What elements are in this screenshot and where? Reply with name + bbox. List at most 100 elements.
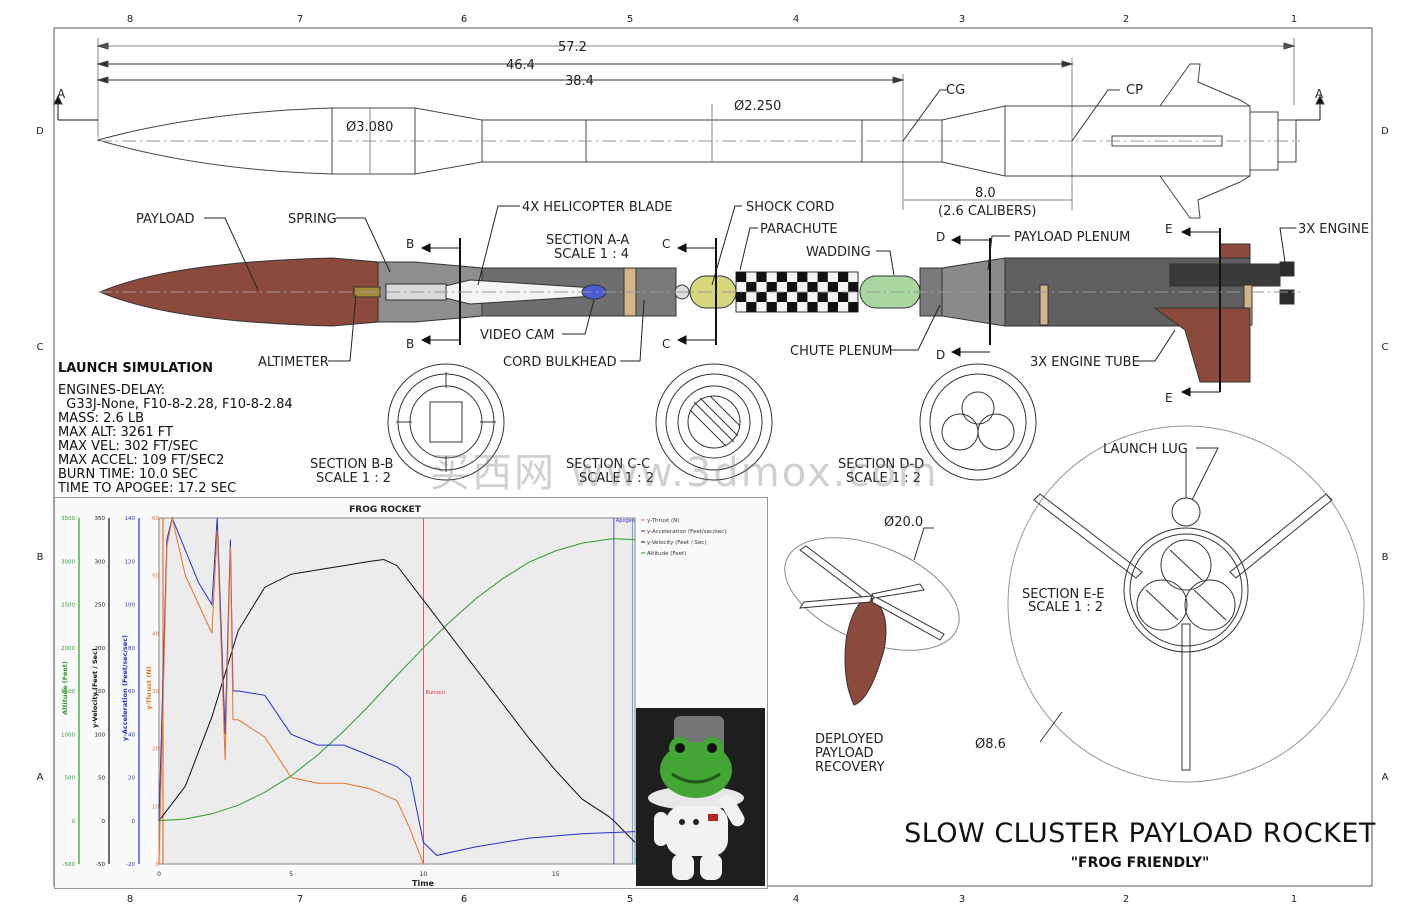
chart-y-tick: 3500: [61, 516, 75, 522]
chart-y-tick: 20: [128, 776, 135, 782]
parachute-check: [766, 302, 777, 312]
dim-nose-dia: Ø3.080: [346, 120, 393, 135]
chart-y-tick: 100: [95, 732, 106, 738]
chart-y-tick: 300: [95, 559, 106, 565]
parachute-check: [766, 282, 777, 292]
cp-label: CP: [1126, 83, 1143, 98]
chart-y-tick: 250: [95, 603, 106, 609]
chart-x-tick: 0: [157, 871, 161, 878]
zone-col-label: 8: [127, 894, 133, 905]
chart-y-tick: 3000: [61, 559, 75, 565]
chart-legend-entry: Altitude (Feet): [647, 551, 686, 557]
chart-y-tick: 50: [152, 574, 159, 580]
parachute-check: [736, 272, 747, 282]
chart-y-label: y-Thrust (N): [145, 666, 153, 710]
marker-e-top: E: [1165, 222, 1173, 236]
chart-series-line: [158, 516, 636, 856]
chart-y-tick: 80: [128, 646, 135, 652]
parachute-check: [838, 292, 849, 302]
zone-rows-right: D C B A: [1381, 126, 1389, 783]
label-cord-bulkhead: CORD BULKHEAD: [503, 355, 617, 370]
chart-y-tick: -50: [96, 862, 105, 868]
zone-row-label: B: [1382, 552, 1389, 563]
marker-c-top: C: [662, 237, 670, 251]
zone-row-label: D: [1381, 126, 1389, 137]
section-dd-view: [919, 363, 1037, 481]
marker-e-bottom: E: [1165, 391, 1173, 405]
chart-y-tick: 1500: [61, 689, 75, 695]
zone-col-label: 4: [793, 894, 799, 905]
rocket-section-view: [98, 228, 1300, 392]
section-ee-title: SECTION E-E: [1022, 587, 1105, 602]
zone-col-label: 5: [627, 894, 633, 905]
chart-y-tick: 200: [95, 646, 106, 652]
label-section-aa: SECTION A-A: [546, 233, 629, 248]
frog-astronaut-photo: [636, 708, 765, 886]
chart-y-tick: 2000: [61, 646, 75, 652]
simulation-line: ENGINES-DELAY:: [58, 383, 165, 398]
section-cc-view: [655, 363, 773, 481]
marker-c-bottom: C: [662, 337, 670, 351]
deployed-line-3: RECOVERY: [815, 760, 885, 775]
parachute-check: [807, 282, 818, 292]
zone-col-label: 4: [793, 14, 799, 25]
chart-y-tick: -20: [126, 862, 135, 868]
chart-y-tick: 10: [152, 804, 159, 810]
parachute-check: [817, 292, 828, 302]
label-altimeter: ALTIMETER: [258, 355, 329, 370]
section-bb-title: SECTION B-B: [310, 457, 393, 472]
parachute-check: [756, 272, 767, 282]
chart-y-tick: 40: [152, 631, 159, 637]
chart-y-tick: 350: [95, 516, 106, 522]
zone-row-label: A: [1382, 772, 1389, 783]
section-cc-title: SECTION C-C: [566, 457, 650, 472]
dim-overall: 57.2: [558, 40, 587, 55]
label-wadding: WADDING: [806, 245, 871, 260]
chart-y-tick: 140: [125, 516, 136, 522]
label-heli-blade: 4X HELICOPTER BLADE: [522, 200, 672, 215]
zone-col-label: 2: [1123, 894, 1129, 905]
simulation-line: MAX ACCEL: 109 FT/SEC2: [58, 453, 225, 468]
chart-series-line: [158, 558, 636, 843]
parachute-check: [807, 302, 818, 312]
chart-y-tick: 2500: [61, 603, 75, 609]
label-shock-cord: SHOCK CORD: [746, 200, 834, 215]
zone-row-label: C: [1382, 342, 1389, 353]
chart-xlabel: Time: [412, 879, 435, 888]
marker-d-bottom: D: [936, 348, 945, 362]
chart-y-tick: 150: [95, 689, 106, 695]
section-a-left: A: [57, 87, 66, 101]
zone-col-label: 2: [1123, 14, 1129, 25]
marker-d-top: D: [936, 230, 945, 244]
dim-cp: 46.4: [506, 58, 535, 73]
chart-y-tick: 40: [128, 732, 135, 738]
parachute-check: [827, 282, 838, 292]
zone-col-label: 3: [959, 14, 965, 25]
chart-title: FROG ROCKET: [349, 505, 422, 515]
parachute-check: [797, 292, 808, 302]
parachute-check: [756, 292, 767, 302]
rocket-side-view: [53, 38, 1325, 219]
label-payload-plenum: PAYLOAD PLENUM: [1014, 230, 1130, 245]
callout-leaders: [204, 205, 1296, 362]
simulation-heading: LAUNCH SIMULATION: [58, 361, 213, 376]
parachute-check: [787, 302, 798, 312]
zone-row-label: C: [37, 342, 44, 353]
chart-y-tick: 20: [152, 747, 159, 753]
chart-y-tick: -500: [63, 862, 76, 868]
dim-body-dia: Ø2.250: [734, 99, 781, 114]
chart-x-tick: 10: [420, 871, 428, 878]
zone-col-label: 1: [1291, 14, 1297, 25]
chart-x-tick: 15: [552, 871, 560, 878]
label-engine-tube: 3X ENGINE TUBE: [1030, 355, 1140, 370]
zone-col-label: 1: [1291, 894, 1297, 905]
simulation-line: BURN TIME: 10.0 SEC: [58, 467, 198, 482]
zone-row-label: A: [37, 772, 44, 783]
label-parachute: PARACHUTE: [760, 222, 838, 237]
parachute-check: [848, 282, 859, 292]
drawing-title: SLOW CLUSTER PAYLOAD ROCKET: [904, 818, 1376, 849]
chart-annotation: Burnout: [425, 690, 445, 696]
chart-y-tick: 0: [102, 819, 106, 825]
